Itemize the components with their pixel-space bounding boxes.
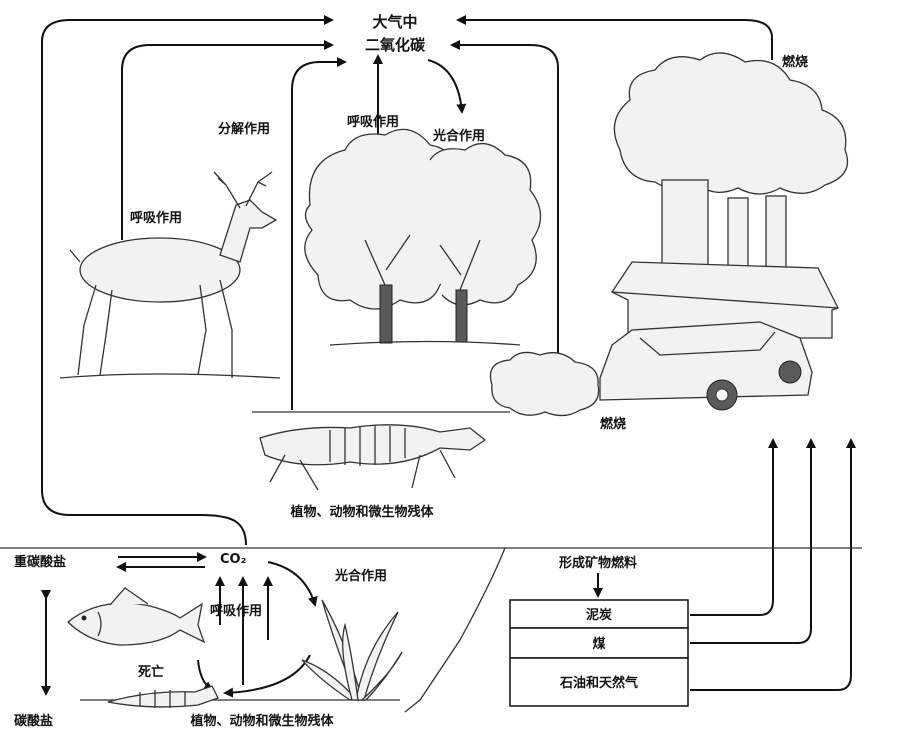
- plant-photosynthesis-label: 光合作用: [432, 128, 485, 144]
- arrow-factory-combustion: [456, 15, 773, 60]
- fuel-box-peat: [509, 599, 689, 629]
- arrow-decomposition: [291, 57, 347, 410]
- trees-icon: [304, 128, 542, 346]
- skeleton-icon: [259, 424, 487, 491]
- water-skeleton-icon: [107, 685, 219, 708]
- atmosphere-label-line1: 大气中: [372, 13, 417, 31]
- atmosphere-label-line2: 二氧化碳: [365, 36, 426, 54]
- arrow-water-to-atmosphere: [41, 15, 334, 546]
- arrow-car-combustion: [450, 40, 559, 385]
- fossil-fuel-stack: [509, 599, 689, 707]
- death-label: 死亡: [138, 664, 164, 680]
- arrow-oil-up: [690, 438, 856, 691]
- deer-icon: [59, 171, 281, 379]
- water-remains-label: 植物、动物和微生物残体: [189, 713, 334, 729]
- fuel-coal-label: 煤: [592, 636, 605, 652]
- water-co2-label: CO₂: [220, 552, 246, 567]
- cycle-arrows: [41, 15, 856, 698]
- fuel-box-oil-gas: [509, 657, 689, 707]
- fuel-oil-gas-label: 石油和天然气: [559, 675, 638, 691]
- car-icon: [599, 321, 813, 411]
- water-photosynthesis-label: 光合作用: [334, 568, 387, 584]
- smoke-icon: [613, 52, 849, 195]
- arrow-death: [197, 659, 214, 692]
- decomposition-label: 分解作用: [218, 121, 270, 137]
- carbonate-label: 碳酸盐: [14, 713, 53, 729]
- bicarbonate-label: 重碳酸盐: [14, 554, 66, 570]
- fossil-formation-label: 形成矿物燃料: [559, 555, 637, 571]
- plant-respiration-label: 呼吸作用: [347, 114, 399, 130]
- arrow-water-photosynthesis: [267, 561, 318, 607]
- arrow-plant-to-remains: [223, 654, 311, 698]
- land-remains-label: 植物、动物和微生物残体: [289, 504, 434, 520]
- fuel-peat-label: 泥炭: [586, 607, 612, 623]
- animal-respiration-label: 呼吸作用: [130, 210, 182, 226]
- car-combustion-label: 燃烧: [600, 416, 626, 432]
- combustion-top-label: 燃烧: [782, 54, 808, 70]
- arrow-animal-respiration: [121, 40, 334, 240]
- labels: 大气中 二氧化碳 燃烧 呼吸作用 光合作用 分解作用 呼吸作用 燃烧 植物、动物…: [14, 13, 808, 729]
- factory-icon: [611, 179, 839, 339]
- basin-edge: [404, 547, 506, 713]
- fish-icon: [67, 587, 206, 646]
- arrow-coal-up: [690, 438, 816, 644]
- water-respiration-label: 呼吸作用: [210, 603, 262, 619]
- arrow-photosynthesis: [427, 59, 467, 114]
- arrow-peat-up: [690, 438, 778, 616]
- exhaust-icon: [489, 351, 600, 417]
- aquatic-plant-icon: [301, 599, 403, 702]
